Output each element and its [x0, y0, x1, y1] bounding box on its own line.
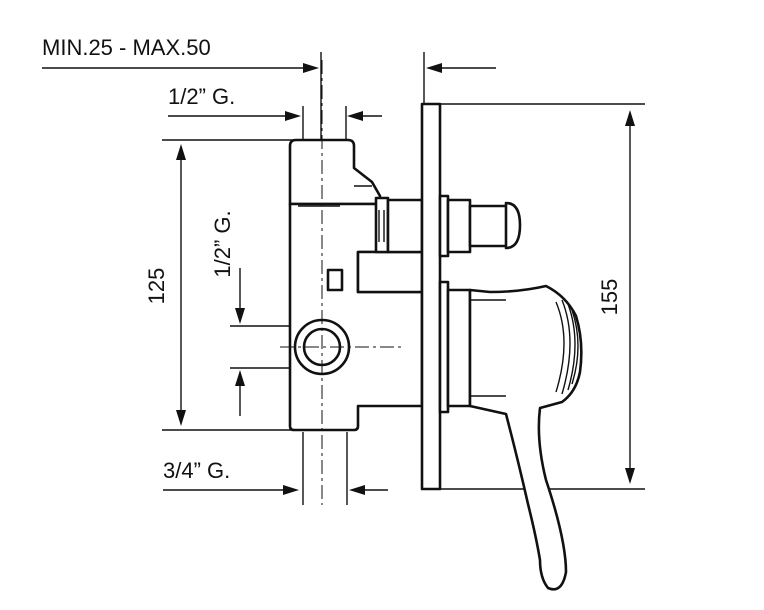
body-height-dimension — [162, 139, 295, 431]
side-connection-dimension — [230, 268, 300, 416]
valve-body — [288, 138, 424, 432]
bottom-connection-label: 3/4” G. — [163, 458, 230, 483]
bottom-connection-dimension — [163, 432, 388, 505]
wall-depth-dimension — [42, 52, 496, 140]
diverter-knob — [438, 194, 522, 258]
plate-height-label: 155 — [597, 279, 622, 316]
top-connection-dimension — [168, 106, 382, 140]
top-connection-label: 1/2” G. — [168, 84, 235, 109]
lever-handle — [438, 280, 583, 591]
wall-depth-label: MIN.25 - MAX.50 — [42, 35, 211, 60]
body-height-label: 125 — [144, 268, 169, 305]
side-connection-label: 1/2” G. — [210, 210, 235, 277]
wall-plate — [420, 102, 442, 491]
center-lines — [280, 60, 404, 505]
